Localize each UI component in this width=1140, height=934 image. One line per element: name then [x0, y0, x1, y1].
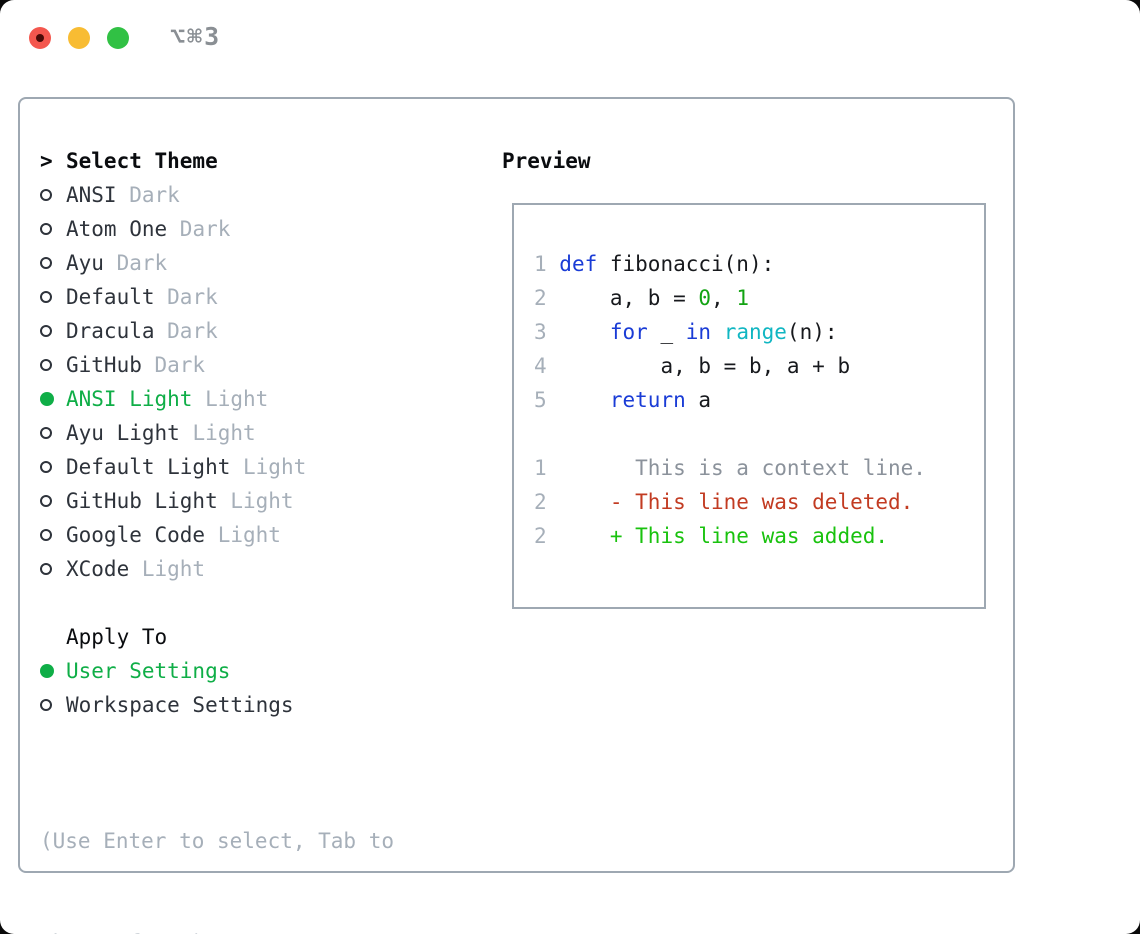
- apply-to-header: Apply To: [40, 620, 294, 654]
- theme-option[interactable]: Ayu Light Light: [40, 416, 306, 450]
- theme-variant-tag: Light: [192, 387, 269, 411]
- radio-unselected-icon: [40, 257, 66, 269]
- theme-variant-tag: Dark: [116, 183, 180, 207]
- theme-option[interactable]: ANSI Dark: [40, 178, 306, 212]
- theme-option-label: GitHub Light: [66, 489, 218, 513]
- apply-to-title: Apply To: [66, 625, 168, 649]
- radio-selected-icon: [40, 664, 66, 678]
- close-button[interactable]: [29, 27, 51, 49]
- theme-variant-tag: Light: [179, 421, 256, 445]
- theme-option-label: XCode: [66, 557, 130, 581]
- apply-to-option-label: User Settings: [66, 659, 231, 683]
- radio-unselected-icon: [40, 529, 66, 541]
- radio-unselected-icon: [40, 291, 66, 303]
- theme-option[interactable]: XCode Light: [40, 552, 306, 586]
- code-line: 1 def fibonacci(n):: [534, 252, 775, 276]
- theme-variant-tag: Light: [217, 489, 294, 513]
- apply-to-option[interactable]: User Settings: [40, 654, 294, 688]
- theme-option[interactable]: Ayu Dark: [40, 246, 306, 280]
- apply-to-option[interactable]: Workspace Settings: [40, 688, 294, 722]
- code-line: 4 a, b = b, a + b: [534, 354, 851, 378]
- zoom-button[interactable]: [107, 27, 129, 49]
- radio-unselected-icon: [40, 461, 66, 473]
- keyboard-hint: (Use Enter to select, Tab to change focu…: [40, 756, 394, 934]
- prompt-caret: >: [40, 149, 53, 173]
- hint-line-2: change focus): [40, 926, 394, 934]
- theme-option[interactable]: GitHub Dark: [40, 348, 306, 382]
- theme-variant-tag: Light: [129, 557, 206, 581]
- theme-option-label: Ayu: [66, 251, 104, 275]
- theme-option[interactable]: GitHub Light Light: [40, 484, 306, 518]
- code-line: 5 return a: [534, 388, 712, 412]
- apply-to-option-label: Workspace Settings: [66, 693, 294, 717]
- minimize-button[interactable]: [68, 27, 90, 49]
- theme-variant-tag: Light: [205, 523, 281, 547]
- theme-option-label: Dracula: [66, 319, 155, 343]
- theme-option[interactable]: Dracula Dark: [40, 314, 306, 348]
- theme-list-header: > Select Theme: [40, 144, 306, 178]
- code-line: 2 - This line was deleted.: [534, 490, 914, 514]
- code-line: 1 This is a context line.: [534, 456, 926, 480]
- preview-code: 1 def fibonacci(n): 2 a, b = 0, 1 3 for _ …: [514, 205, 984, 553]
- theme-option-label: Ayu Light: [66, 421, 180, 445]
- theme-option-label: Atom One: [66, 217, 168, 241]
- titlebar: ⌥⌘3: [0, 0, 1140, 75]
- theme-option[interactable]: Google Code Light: [40, 518, 306, 552]
- preview-title: Preview: [502, 149, 591, 173]
- theme-option[interactable]: ANSI Light Light: [40, 382, 306, 416]
- radio-unselected-icon: [40, 427, 66, 439]
- radio-unselected-icon: [40, 189, 66, 201]
- theme-option-label: ANSI: [66, 183, 117, 207]
- code-line: 2 + This line was added.: [534, 524, 889, 548]
- theme-variant-tag: Dark: [154, 285, 218, 309]
- radio-unselected-icon: [40, 495, 66, 507]
- theme-variant-tag: Dark: [103, 251, 168, 275]
- theme-option-label: ANSI Light: [66, 387, 193, 411]
- radio-unselected-icon: [40, 359, 66, 371]
- code-line: 3 for _ in range(n):: [534, 320, 838, 344]
- theme-option[interactable]: Atom One Dark: [40, 212, 306, 246]
- hint-line-1: (Use Enter to select, Tab to: [40, 829, 395, 853]
- radio-unselected-icon: [40, 699, 66, 711]
- preview-box: 1 def fibonacci(n): 2 a, b = 0, 1 3 for _ …: [512, 203, 986, 609]
- radio-unselected-icon: [40, 223, 66, 235]
- theme-variant-tag: Dark: [141, 353, 206, 377]
- radio-selected-icon: [40, 392, 66, 406]
- theme-variant-tag: Light: [230, 455, 307, 479]
- theme-list-title: Select Theme: [66, 149, 218, 173]
- theme-option[interactable]: Default Light Light: [40, 450, 306, 484]
- code-line: 2 a, b = 0, 1: [534, 286, 749, 310]
- theme-option-label: GitHub: [66, 353, 142, 377]
- theme-option-label: Default: [66, 285, 155, 309]
- theme-variant-tag: Dark: [154, 319, 218, 343]
- theme-option-label: Google Code: [66, 523, 206, 547]
- radio-unselected-icon: [40, 563, 66, 575]
- theme-option[interactable]: Default Dark: [40, 280, 306, 314]
- theme-option-label: Default Light: [66, 455, 231, 479]
- window-shortcut-label: ⌥⌘3: [170, 22, 222, 51]
- radio-unselected-icon: [40, 325, 66, 337]
- code-line: [534, 417, 984, 451]
- theme-variant-tag: Dark: [167, 217, 231, 241]
